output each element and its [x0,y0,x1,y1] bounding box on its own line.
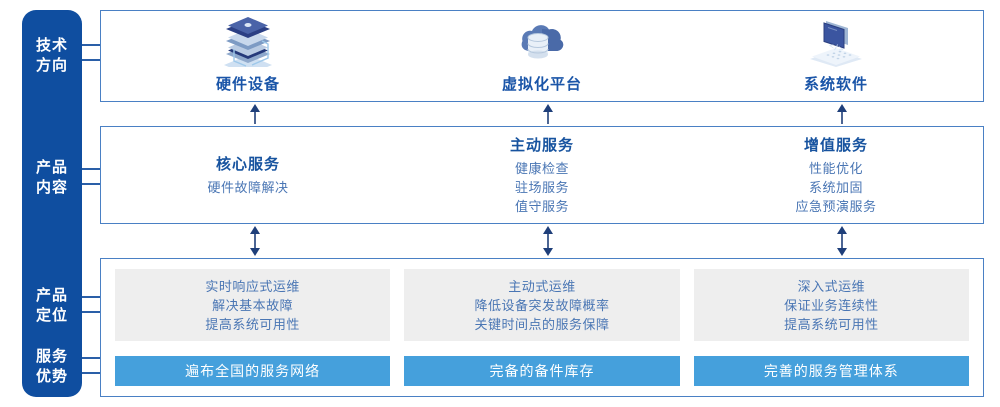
sidebar-label-service-advantage: 服务 优势 [22,347,82,387]
server-stack-icon [218,16,278,67]
content-item: 驻场服务 [514,180,569,195]
laptop-code-icon: </> [804,19,868,67]
content-item: 健康检查 [514,161,569,176]
advantage-bar[interactable]: 完善的服务管理体系 [693,356,969,386]
positioning-line: 解决基本故障 [212,297,294,313]
content-column-proactive[interactable]: 主动服务 健康检查 驻场服务 值守服务 [395,127,689,223]
connector-advantage-2 [82,372,101,374]
sidebar-label-position-line2: 定位 [35,307,68,324]
sidebar-label-product-line2: 内容 [35,179,68,196]
positioning-line: 实时响应式运维 [205,278,300,294]
tech-item-virtualization[interactable]: 虚拟化平台 [395,11,689,101]
product-content-panel: 核心服务 硬件故障解决 主动服务 健康检查 驻场服务 值守服务 增值服务 性能优… [100,126,984,224]
sidebar-label-tech: 技术 方向 [22,36,82,76]
arrow-bidirectional-value-added [835,226,849,261]
category-sidebar: 技术 方向 产品 内容 产品 定位 服务 优势 [22,10,82,397]
content-column-value-added[interactable]: 增值服务 性能优化 系统加固 应急预演服务 [689,127,983,223]
advantage-bar[interactable]: 完备的备件库存 [404,356,680,386]
positioning-line: 关键时间点的服务保障 [474,316,610,332]
svg-text:</>: </> [829,39,844,53]
connector-position-1 [82,296,101,298]
content-column-title: 增值服务 [803,137,868,154]
connector-product-1 [82,168,101,170]
arrow-up-virtualization [541,104,555,129]
content-item: 应急预演服务 [795,199,877,214]
sidebar-label-position-line1: 产品 [35,287,68,304]
sidebar-label-advantage-line2: 优势 [35,368,68,385]
positioning-line: 主动式运维 [508,278,576,294]
connector-position-2 [82,311,101,313]
connector-tech-1 [82,44,101,46]
cloud-database-icon [512,19,572,67]
sidebar-label-product-line1: 产品 [35,159,68,176]
content-column-core[interactable]: 核心服务 硬件故障解决 [101,127,395,223]
positioning-line: 提高系统可用性 [205,316,300,332]
positioning-box[interactable]: 深入式运维 保证业务连续性 提高系统可用性 [693,269,969,341]
sidebar-label-tech-line2: 方向 [35,57,68,74]
connector-product-2 [82,183,101,185]
arrow-up-system-software [835,104,849,129]
tech-item-label: 系统软件 [803,75,868,93]
arrow-bidirectional-core [248,226,262,261]
arrow-bidirectional-proactive [541,226,555,261]
sidebar-label-advantage-line1: 服务 [35,348,68,365]
tech-item-label: 硬件设备 [215,75,280,93]
content-item: 系统加固 [808,180,863,195]
advantage-bar[interactable]: 遍布全国的服务网络 [115,356,391,386]
content-column-title: 核心服务 [215,156,280,173]
connector-advantage-1 [82,357,101,359]
bottom-column-1: 实时响应式运维 解决基本故障 提高系统可用性 遍布全国的服务网络 [115,269,391,386]
bottom-column-3: 深入式运维 保证业务连续性 提高系统可用性 完善的服务管理体系 [693,269,969,386]
tech-direction-panel: 硬件设备 虚拟 [100,10,984,102]
positioning-line: 保证业务连续性 [784,297,879,313]
sidebar-label-product-positioning: 产品 定位 [22,286,82,326]
positioning-box[interactable]: 实时响应式运维 解决基本故障 提高系统可用性 [115,269,391,341]
connector-tech-2 [82,59,101,61]
positioning-line: 提高系统可用性 [784,316,879,332]
sidebar-label-product-content: 产品 内容 [22,158,82,198]
positioning-line: 降低设备突发故障概率 [474,297,610,313]
tech-item-label: 虚拟化平台 [501,75,582,93]
sidebar-label-tech-line1: 技术 [35,37,68,54]
arrow-up-hardware [248,104,262,129]
tech-item-system-software[interactable]: </> 系统软件 [689,11,983,101]
positioning-advantage-panel: 实时响应式运维 解决基本故障 提高系统可用性 遍布全国的服务网络 主动式运维 降… [100,258,984,397]
positioning-box[interactable]: 主动式运维 降低设备突发故障概率 关键时间点的服务保障 [404,269,680,341]
content-item: 值守服务 [514,199,569,214]
content-column-title: 主动服务 [509,137,574,154]
tech-item-hardware[interactable]: 硬件设备 [101,11,395,101]
bottom-column-2: 主动式运维 降低设备突发故障概率 关键时间点的服务保障 完备的备件库存 [404,269,680,386]
positioning-line: 深入式运维 [797,278,866,294]
content-item: 性能优化 [808,161,863,176]
content-item: 硬件故障解决 [207,180,289,195]
